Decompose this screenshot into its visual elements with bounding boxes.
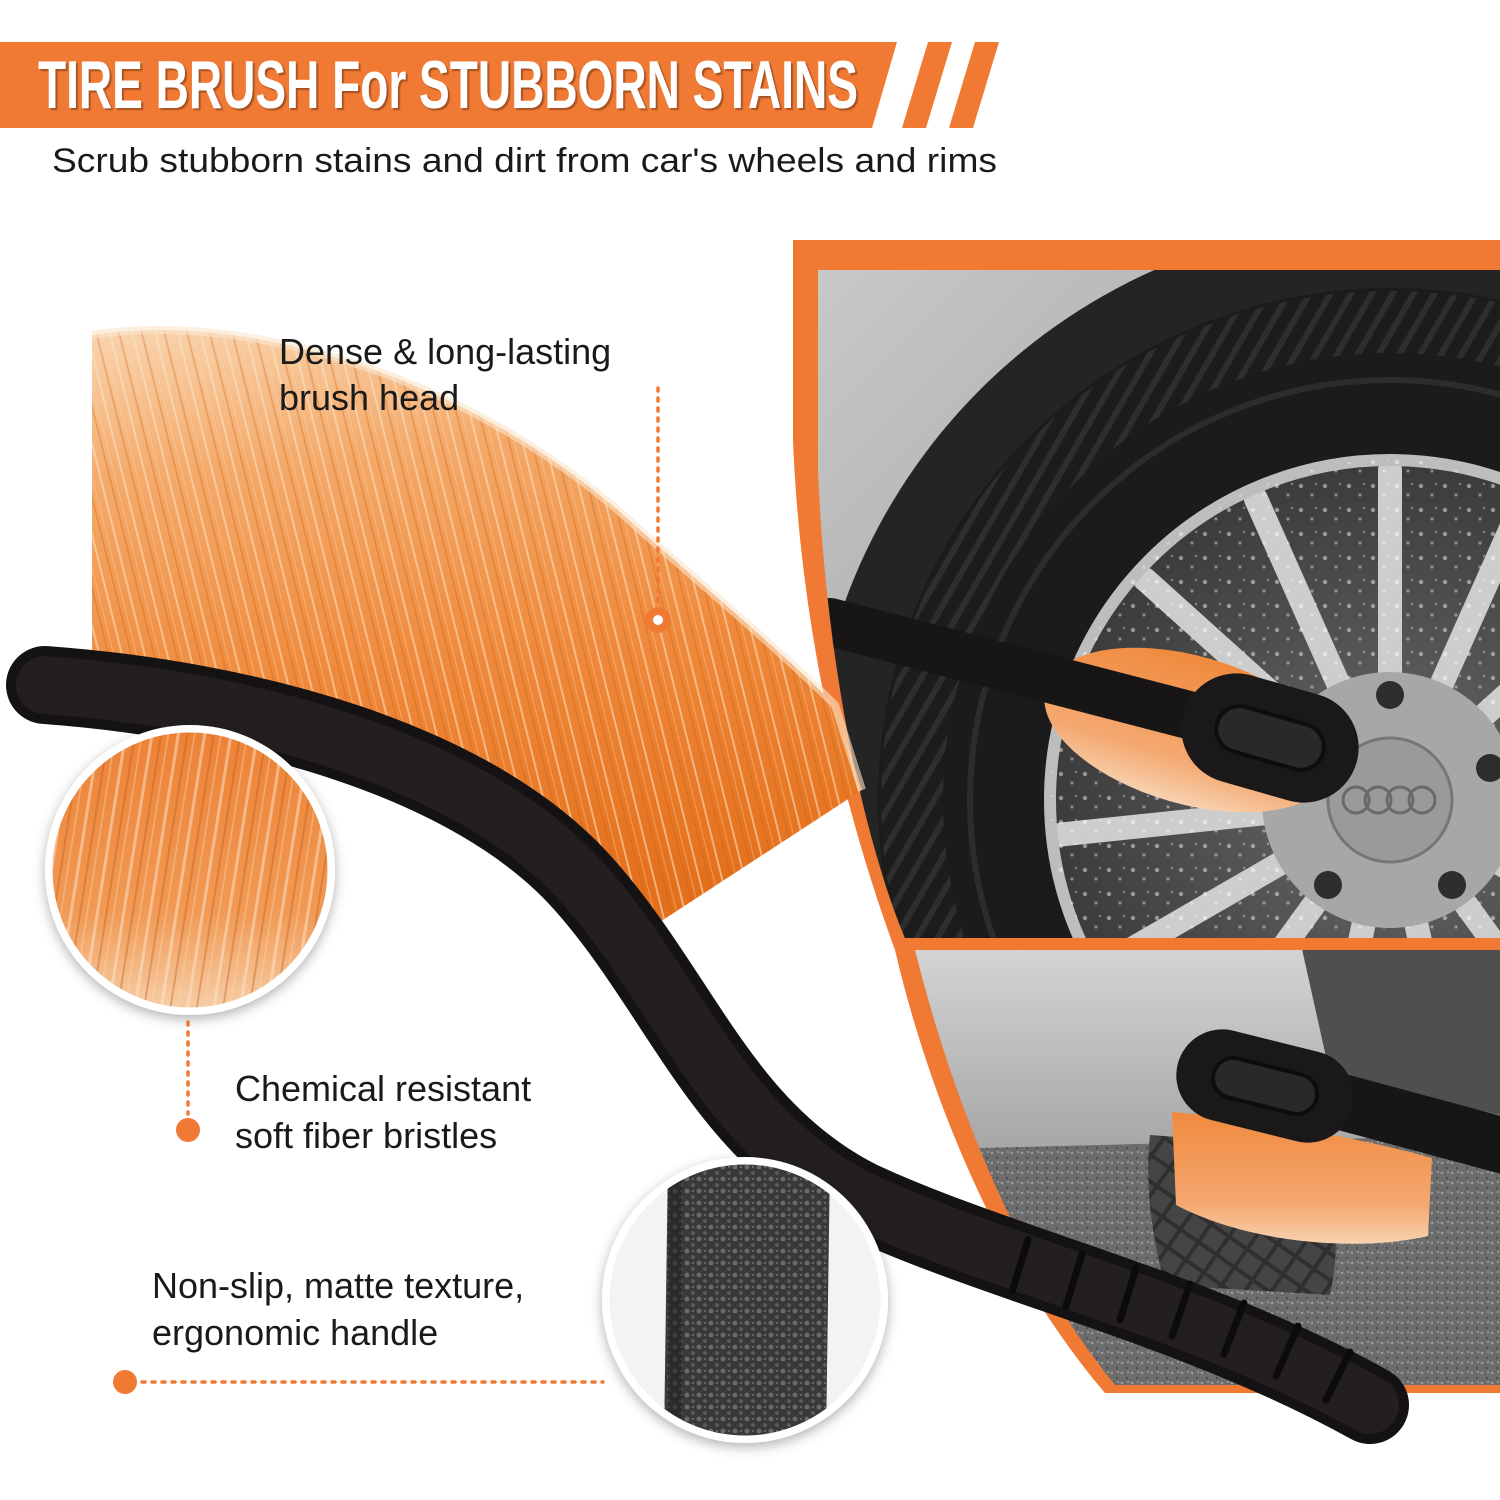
emblem-ring [1385,785,1415,815]
emblem-ring [1341,785,1371,815]
callout-handle: Non-slip, matte texture, ergonomic handl… [113,1265,605,1394]
tire-tread [881,291,1500,938]
tire-brush [6,326,1409,1444]
handle-zoom-shade [668,1162,682,1438]
callout-text-line: Dense & long-lasting [279,331,611,372]
handle-zoom-circle [602,1157,888,1443]
callout-brush-head: Dense & long-lasting brush head [279,331,671,633]
callout-text-line: soft fiber bristles [235,1115,497,1156]
callout-bristles: Chemical resistant soft fiber bristles [176,1020,531,1156]
bristle-tips [91,326,866,792]
bristle-zoom-content [50,730,330,1010]
handle-zoom-content [607,1162,883,1438]
lug-nut [1476,754,1500,782]
hub-emblem [1341,785,1437,815]
grip-ridge [1008,1236,1032,1296]
callout-dot [176,1118,200,1142]
handle-zoom-texture [664,1162,830,1438]
banner-stripe [949,42,999,128]
title-banner: TIRE BRUSH For STUBBORN STAINS [0,42,999,128]
photo-brush-slot [1210,1056,1320,1116]
photo-brush-footwell [1172,1029,1500,1244]
grip-ridge [1168,1280,1194,1340]
wheel-cleaning-photo [818,270,1500,938]
photo-brush-slot [1214,704,1326,772]
callout-text-line: brush head [279,377,459,418]
callout-text-line: ergonomic handle [152,1312,438,1353]
zoom-circle-border [45,725,335,1015]
lug-nut [1376,681,1404,709]
banner-stripe [902,42,952,128]
photo-brush-handle [818,598,1224,742]
grip-ridge [1322,1348,1354,1404]
zoom-circle-border [602,1157,888,1443]
car-seat [1300,950,1500,1115]
callout-dot-center [653,615,663,625]
callout-text-line: Chemical resistant [235,1068,531,1109]
bristle-zoom-circle [45,725,335,1015]
lug-nut [1314,871,1342,899]
grip-ridge [1272,1322,1302,1380]
page-subtitle: Scrub stubborn stains and dirt from car'… [52,142,997,180]
tire-sidewall [967,377,1500,938]
callout-text-line: Non-slip, matte texture, [152,1265,524,1306]
handle-grip-ridges [1008,1236,1354,1404]
brush-handle-face [16,656,1399,1434]
grip-ridge [1062,1250,1086,1310]
photo-brush-wheel [818,598,1359,813]
emblem-ring [1407,785,1437,815]
page-title: TIRE BRUSH For STUBBORN STAINS [38,47,858,123]
callout-dot [113,1370,137,1394]
photo-brush-bristles [1172,1112,1432,1244]
bristle-zoom-streaks [50,730,330,1010]
grip-ridge [1116,1264,1140,1324]
emblem-ring [1363,785,1393,815]
banner-bar [0,42,897,128]
lug-nut [1438,871,1466,899]
grip-ridge [1220,1299,1248,1358]
